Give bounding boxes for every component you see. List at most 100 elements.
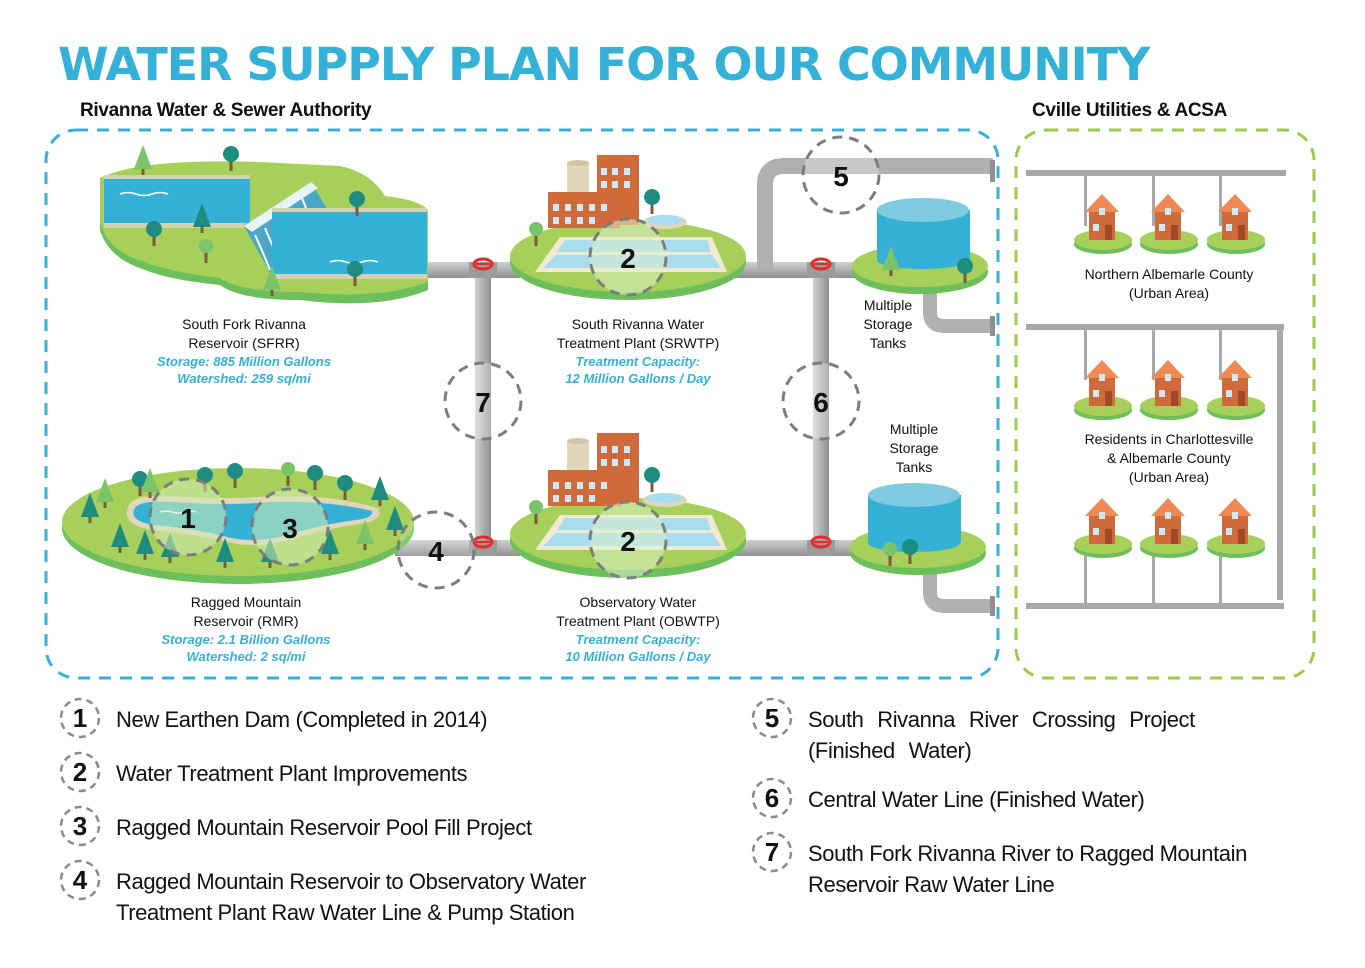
- legend-item: 1 New Earthen Dam (Completed in 2014): [58, 697, 658, 740]
- legend-text: South Fork Rivanna River to Ragged Mount…: [808, 841, 1247, 897]
- legend-number: 4: [72, 865, 88, 895]
- obwtp-capacity-label: Treatment Capacity:: [575, 632, 701, 647]
- north-area-line2: (Urban Area): [1128, 285, 1210, 301]
- upper-storage-tank-illustration: [852, 198, 988, 294]
- house-icon: [1074, 194, 1132, 254]
- project-marker-4: 4: [396, 510, 476, 590]
- dashed-circle-icon: 1: [58, 696, 102, 740]
- dashed-circle-icon: 6: [750, 776, 794, 820]
- rmr-watershed: Watershed: 2 sq/mi: [186, 649, 306, 664]
- legend-number: 3: [72, 811, 88, 841]
- north-service-area-label: Northern Albemarle County (Urban Area): [1039, 265, 1299, 303]
- pipe-north-distribution: [1026, 170, 1286, 176]
- rmr-reservoir-illustration: [62, 462, 414, 584]
- upper-tanks-label: Multiple Storage Tanks: [838, 296, 938, 353]
- rmr-label: Ragged Mountain Reservoir (RMR) Storage:…: [126, 593, 366, 665]
- valve-icon: [807, 535, 835, 556]
- lower-tanks-line3: Tanks: [895, 459, 933, 475]
- pipe-6-vertical: [813, 270, 829, 550]
- lower-tanks-label: Multiple Storage Tanks: [864, 420, 964, 477]
- srwtp-capacity-value: 12 Million Gallons / Day: [565, 371, 711, 386]
- srwtp-label: South Rivanna Water Treatment Plant (SRW…: [518, 315, 758, 387]
- legend-number: 1: [72, 703, 88, 733]
- houses-south: [1074, 498, 1265, 558]
- house-icon: [1140, 360, 1198, 420]
- central-area-line2: & Albemarle County: [1107, 450, 1231, 466]
- dashed-circle-icon: 2: [58, 750, 102, 794]
- srwtp-name-line1: South Rivanna Water: [571, 316, 705, 332]
- obwtp-label: Observatory Water Treatment Plant (OBWTP…: [518, 593, 758, 665]
- pipe-upper-tank-outlet: [923, 275, 993, 333]
- lower-tanks-line2: Storage: [889, 440, 939, 456]
- svg-text:2: 2: [620, 526, 636, 557]
- central-service-area-label: Residents in Charlottesville & Albemarle…: [1039, 430, 1299, 487]
- dashed-circle-icon: 3: [58, 804, 102, 848]
- north-area-line1: Northern Albemarle County: [1084, 266, 1254, 282]
- legend-text: South Rivanna River Crossing Project (Fi…: [808, 707, 1195, 763]
- pipe-central-distribution-top: [1026, 324, 1284, 330]
- legend-item: 7 South Fork Rivanna River to Ragged Mou…: [750, 831, 1330, 900]
- legend-item: 6 Central Water Line (Finished Water): [750, 777, 1330, 820]
- legend-number: 6: [764, 783, 780, 813]
- legend-item: 5 South Rivanna River Crossing Project (…: [750, 697, 1330, 766]
- cville-section-border: [1014, 128, 1316, 680]
- legend-item: 2 Water Treatment Plant Improvements: [58, 751, 658, 794]
- sfrr-name-line1: South Fork Rivanna: [182, 316, 306, 332]
- pipe-obwtp-tanks: [735, 540, 860, 556]
- sfrr-label: South Fork Rivanna Reservoir (SFRR) Stor…: [124, 315, 364, 387]
- obwtp-capacity-value: 10 Million Gallons / Day: [565, 649, 711, 664]
- project-marker-2-srwtp: 2: [588, 217, 668, 297]
- cville-section-title: Cville Utilities & ACSA: [1032, 100, 1228, 121]
- lower-tanks-line1: Multiple: [889, 421, 939, 437]
- rmr-name-line1: Ragged Mountain: [190, 594, 302, 610]
- legend-number: 2: [72, 757, 88, 787]
- pipe-srwtp-tanks: [735, 262, 865, 278]
- project-marker-1: 1: [148, 477, 228, 557]
- central-area-line3: (Urban Area): [1128, 469, 1210, 485]
- legend-item: 4 Ragged Mountain Reservoir to Observato…: [58, 859, 658, 928]
- svg-text:3: 3: [282, 513, 298, 544]
- house-icon: [1074, 498, 1132, 558]
- upper-tanks-line1: Multiple: [863, 297, 913, 313]
- legend-item: 3 Ragged Mountain Reservoir Pool Fill Pr…: [58, 805, 658, 848]
- svg-text:6: 6: [813, 387, 829, 418]
- house-icon: [1207, 360, 1265, 420]
- rmr-storage: Storage: 2.1 Billion Gallons: [161, 632, 331, 647]
- legend-text: Ragged Mountain Reservoir to Observatory…: [116, 869, 586, 925]
- svg-text:1: 1: [180, 503, 196, 534]
- legend-number: 5: [764, 703, 780, 733]
- rwsa-section-border: [44, 128, 1000, 680]
- central-area-line1: Residents in Charlottesville: [1084, 431, 1254, 447]
- legend-number: 7: [764, 837, 780, 867]
- legend-right-column: 5 South Rivanna River Crossing Project (…: [750, 697, 1330, 918]
- lower-storage-tank-illustration: [850, 483, 986, 575]
- house-icon: [1140, 498, 1198, 558]
- legend-text: New Earthen Dam (Completed in 2014): [116, 707, 488, 732]
- water-system-diagram: 1 3 4 2 2 5 6 7: [44, 128, 1316, 680]
- project-marker-3: 3: [250, 487, 330, 567]
- legend-text: Ragged Mountain Reservoir Pool Fill Proj…: [116, 815, 532, 840]
- obwtp-name-line1: Observatory Water: [579, 594, 697, 610]
- house-icon: [1140, 194, 1198, 254]
- pipe-7-vertical: [475, 270, 491, 550]
- house-icon: [1207, 194, 1265, 254]
- upper-tanks-line3: Tanks: [869, 335, 907, 351]
- rwsa-section-title: Rivanna Water & Sewer Authority: [80, 100, 372, 121]
- svg-text:4: 4: [428, 536, 444, 567]
- sfrr-dam-illustration: [100, 145, 428, 304]
- project-marker-2-obwtp: 2: [588, 500, 668, 580]
- sfrr-storage: Storage: 885 Million Gallons: [156, 354, 332, 369]
- upper-tanks-line2: Storage: [863, 316, 913, 332]
- svg-text:2: 2: [620, 243, 636, 274]
- sfrr-watershed: Watershed: 259 sq/mi: [177, 371, 311, 386]
- valve-icon: [469, 257, 497, 278]
- project-marker-5: 5: [801, 135, 881, 215]
- svg-text:7: 7: [475, 387, 491, 418]
- legend-text: Water Treatment Plant Improvements: [116, 761, 468, 786]
- project-marker-7: 7: [443, 361, 523, 441]
- pipe-lower-tank-outlet: [923, 555, 993, 613]
- dashed-circle-icon: 7: [750, 830, 794, 874]
- rmr-name-line2: Reservoir (RMR): [193, 613, 299, 629]
- srwtp-capacity-label: Treatment Capacity:: [575, 354, 701, 369]
- legend-text: Central Water Line (Finished Water): [808, 787, 1145, 812]
